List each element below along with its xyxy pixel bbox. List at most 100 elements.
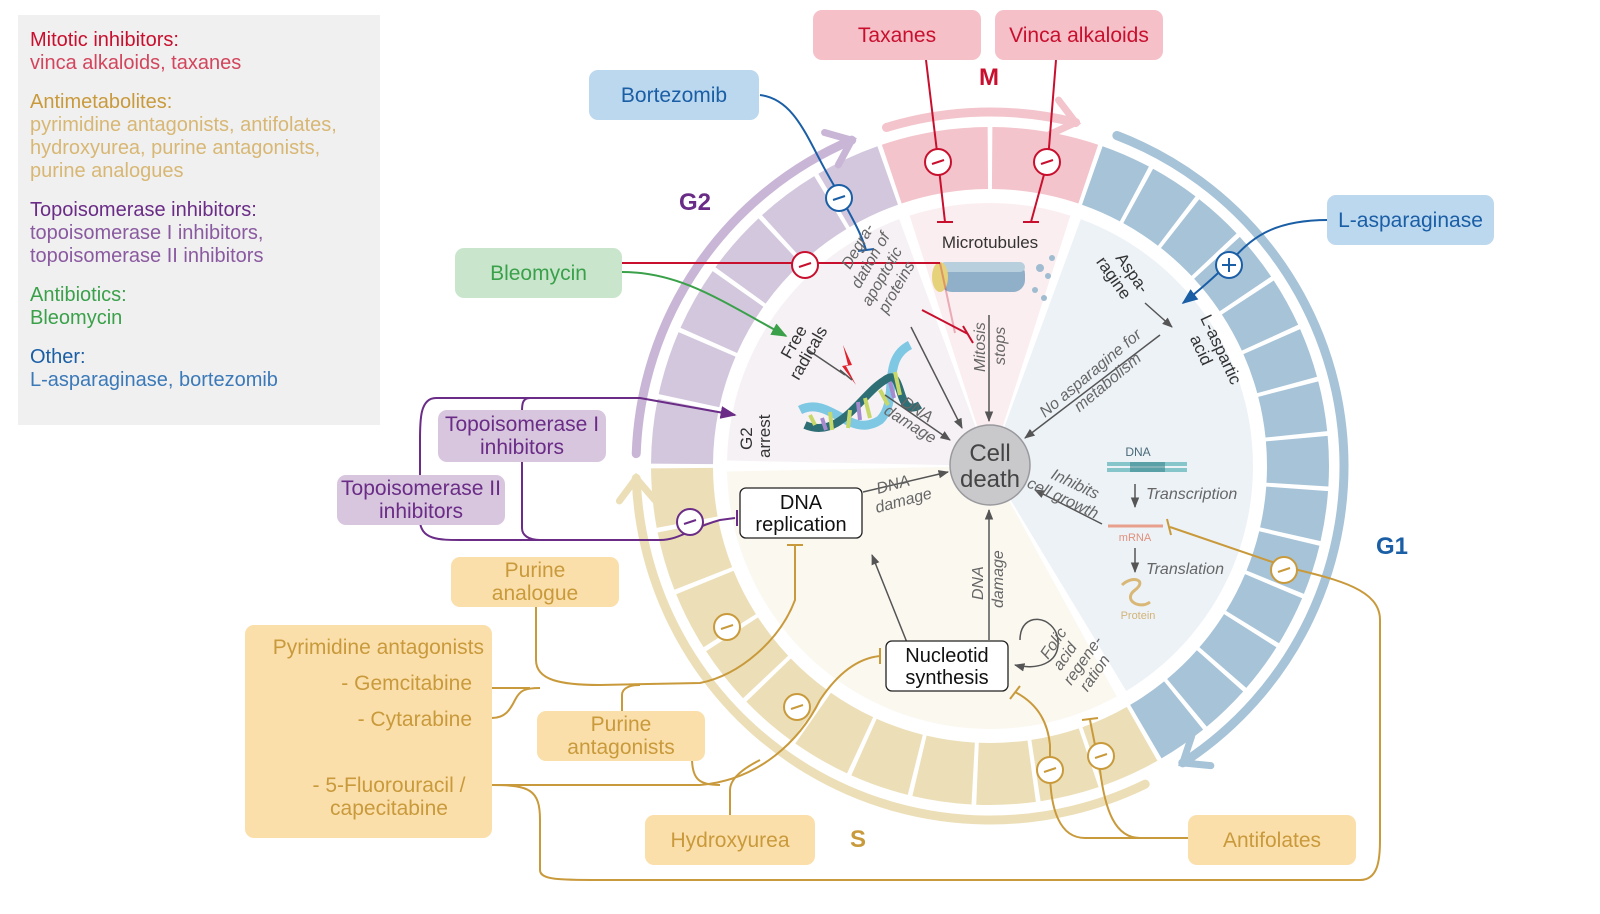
- dna-damage-label-bottom: DNA damage: [970, 550, 1007, 608]
- sector-g2: [727, 219, 990, 466]
- legend-group: Antibiotics:Bleomycin: [30, 284, 368, 330]
- ring-segment-g2: [651, 398, 719, 465]
- phase-label-g1: G1: [1376, 533, 1409, 560]
- legend-group-body: L-asparaginase, bortezomib: [30, 369, 278, 391]
- cell-death-label-1: Cell: [969, 440, 1010, 467]
- svg-text:damage: damage: [990, 550, 1007, 608]
- ring-segment-s: [706, 617, 789, 699]
- phase-label-g2: G2: [679, 189, 712, 216]
- ring-segment-g2: [715, 218, 801, 304]
- inhibition-marker: [1087, 742, 1115, 770]
- inhibition-marker: [1270, 556, 1298, 584]
- ring-segment-g1: [1082, 146, 1149, 222]
- inhibition-marker: [676, 508, 704, 536]
- legend-group-title: Other:: [30, 346, 86, 368]
- legend-group-body: Bleomycin: [30, 307, 123, 329]
- cell-cycle-ring: [651, 127, 1329, 806]
- legend-group-title: Topoisomerase inhibitors:: [30, 199, 257, 221]
- ring-segment-g1: [1123, 168, 1196, 246]
- ring-segment-g1: [1221, 280, 1299, 351]
- hydroxyurea-box[interactable]: Hydroxyurea: [645, 815, 815, 865]
- ring-segment-g1: [1226, 574, 1303, 644]
- purine-analogue-box[interactable]: Purine analogue: [451, 557, 619, 607]
- translation-label: Translation: [1146, 561, 1224, 578]
- inhibition-marker: [783, 693, 811, 721]
- ring-segment-s: [851, 718, 923, 795]
- pyrimidine-item-5fu: - 5-Fluorouracil / capecitabine: [312, 774, 466, 820]
- legend-group-title: Antibiotics:: [30, 284, 127, 306]
- legend-group: Antimetabolites:pyrimidine antagonists, …: [30, 91, 368, 183]
- legend-group: Mitotic inhibitors:vinca alkaloids, taxa…: [30, 29, 368, 75]
- pyrimidine-item-gemcitabine: - Gemcitabine: [341, 672, 472, 695]
- vinca-alkaloids-box[interactable]: Vinca alkaloids: [995, 10, 1163, 60]
- dna-helix-icon: [797, 340, 923, 432]
- ring-segment-g1: [1243, 329, 1318, 394]
- purine-antagonists-box[interactable]: Purine antagonists: [537, 711, 705, 761]
- legend-group-body: topoisomerase I inhibitors, topoisomeras…: [30, 222, 264, 267]
- microtubule-icon: [932, 255, 1055, 301]
- bleomycin-box[interactable]: Bleomycin: [455, 248, 622, 298]
- phase-arrowhead-g2: [821, 129, 857, 169]
- dna-replication-label-2: replication: [755, 514, 846, 536]
- dna-replication-label-1: DNA: [780, 492, 823, 514]
- phase-label-m: M: [979, 64, 999, 91]
- phase-arrow-g1: [1112, 131, 1349, 768]
- ring-segment-g2: [658, 332, 736, 408]
- ring-segment-g1: [1258, 381, 1328, 438]
- ring-segment-s: [976, 740, 1036, 806]
- legend-group: Topoisomerase inhibitors:topoisomerase I…: [30, 199, 368, 268]
- nucleotid-synthesis-label-2: synthesis: [905, 667, 988, 689]
- inhibition-marker: [924, 148, 952, 176]
- phase-arrowhead-g1: [1178, 732, 1215, 770]
- pyrimidine-title: Pyrimidine antagonists: [272, 636, 484, 659]
- activation-marker: [1215, 251, 1243, 279]
- nucleotid-synthesis-label-1: Nucleotid: [905, 645, 988, 667]
- legend-group-title: Mitotic inhibitors:: [30, 29, 179, 51]
- inhibition-marker: [825, 184, 853, 212]
- nucleotid-synthesis-node: Nucleotid synthesis: [885, 640, 1009, 692]
- bortezomib-box[interactable]: Bortezomib: [589, 70, 759, 120]
- ring-segment-s: [795, 692, 874, 774]
- inhibition-markers: [676, 148, 1298, 784]
- ring-segment-g1: [1260, 486, 1329, 542]
- inhibition-marker: [791, 251, 819, 279]
- topoisomerase-2-box[interactable]: Topoisomerase II inhibitors: [337, 475, 505, 525]
- svg-text:G2: G2: [737, 427, 756, 450]
- cell-death-label-2: death: [960, 466, 1020, 493]
- microtubules-label: Microtubules: [942, 233, 1038, 252]
- legend-group-title: Antimetabolites:: [30, 91, 173, 113]
- legend-group-body: vinca alkaloids, taxanes: [30, 52, 242, 74]
- ring-segment-g1: [1160, 199, 1237, 276]
- phase-arrow-m: [882, 107, 1081, 132]
- ring-segment-s: [651, 467, 718, 528]
- dna-replication-node: DNA replication: [739, 487, 863, 539]
- stops-label: stops: [992, 327, 1009, 365]
- ring-segment-g1: [1167, 650, 1244, 727]
- phase-arrow-g2: [631, 135, 857, 459]
- transcription-illustration: [1107, 462, 1187, 607]
- pyrimidine-antagonists-box[interactable]: Pyrimidine antagonists - Gemcitabine - C…: [245, 625, 492, 838]
- sector-g1: [990, 219, 1253, 691]
- ring-segment-g1: [1130, 681, 1204, 759]
- mitosis-label: Mitosis: [972, 322, 989, 372]
- inhibition-marker: [1033, 148, 1061, 176]
- topoisomerase-1-box[interactable]: Topoisomerase I inhibitors: [438, 410, 606, 462]
- antifolates-box[interactable]: Antifolates: [1188, 815, 1356, 865]
- transcription-label: Transcription: [1146, 486, 1237, 503]
- dna-label: DNA: [1125, 445, 1150, 459]
- cell-death-node: Cell death: [949, 424, 1031, 506]
- ring-segment-g1: [1265, 435, 1329, 487]
- taxanes-box[interactable]: Taxanes: [813, 10, 981, 60]
- protein-label: Protein: [1121, 610, 1156, 622]
- svg-text:arrest: arrest: [755, 414, 774, 458]
- phase-arrows: [615, 96, 1349, 825]
- phase-arrowhead-s: [615, 472, 659, 505]
- ring-segment-s: [912, 735, 975, 805]
- ring-segment-g1: [1199, 614, 1277, 688]
- legend-group-body: pyrimidine antagonists, antifolates, hyd…: [30, 114, 337, 182]
- ring-segment-s: [676, 570, 756, 648]
- pathway-arrows: [807, 302, 1173, 672]
- phase-arrowhead-m: [1046, 96, 1082, 138]
- l-asparaginase-box[interactable]: L-asparaginase: [1327, 195, 1494, 245]
